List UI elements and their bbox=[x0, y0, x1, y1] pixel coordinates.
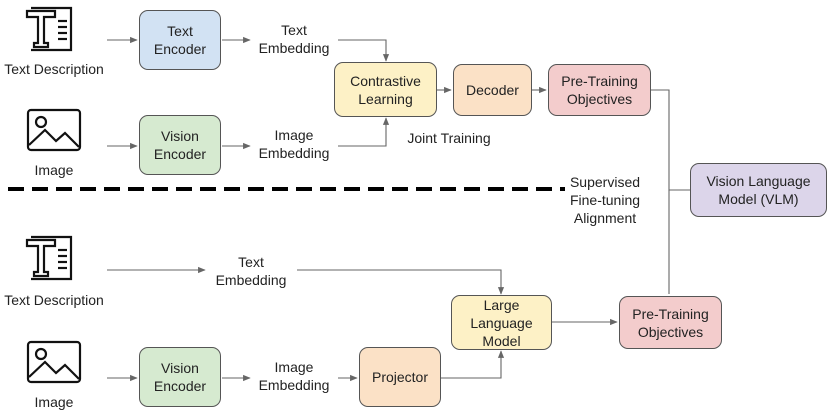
projector-box: Projector bbox=[359, 347, 441, 407]
supervised-finetuning-label: Supervised Fine-tuning Alignment bbox=[569, 174, 641, 226]
image-picture-icon bbox=[26, 108, 82, 152]
image-label-bottom: Image bbox=[34, 394, 74, 410]
text-description-label: Text Description bbox=[4, 61, 104, 77]
arrow-projector-to-llm bbox=[441, 350, 505, 379]
joint-training-label: Joint Training bbox=[407, 130, 491, 146]
large-language-model-box: Large Language Model bbox=[451, 295, 552, 350]
text-embedding-label-bottom: Text Embedding bbox=[215, 254, 287, 288]
text-document-icon bbox=[25, 6, 73, 52]
image-embedding-label-bottom: Image Embedding bbox=[258, 359, 330, 393]
vlm-box: Vision Language Model (VLM) bbox=[690, 163, 827, 217]
decoder-box: Decoder bbox=[453, 64, 532, 116]
image-embedding-label: Image Embedding bbox=[258, 127, 330, 161]
line-pretraining-to-vlm bbox=[651, 89, 690, 191]
arrow-imageembedding-to-contrastive bbox=[338, 117, 390, 147]
vision-encoder-box: Vision Encoder bbox=[139, 115, 221, 175]
image-picture-icon bbox=[26, 340, 82, 384]
arrow-textembedding-to-contrastive bbox=[338, 39, 390, 62]
text-document-icon bbox=[25, 235, 73, 281]
contrastive-learning-box: Contrastive Learning bbox=[334, 62, 437, 117]
vision-encoder-box-bottom: Vision Encoder bbox=[139, 347, 221, 407]
image-label: Image bbox=[34, 162, 74, 178]
pretraining-objectives-box-bottom: Pre-Training Objectives bbox=[619, 296, 722, 349]
pretraining-objectives-box: Pre-Training Objectives bbox=[548, 64, 651, 116]
arrow-textembedding-to-llm bbox=[297, 269, 505, 295]
text-embedding-label: Text Embedding bbox=[258, 22, 330, 56]
text-encoder-box: Text Encoder bbox=[139, 10, 221, 70]
text-description-label-bottom: Text Description bbox=[4, 292, 104, 308]
